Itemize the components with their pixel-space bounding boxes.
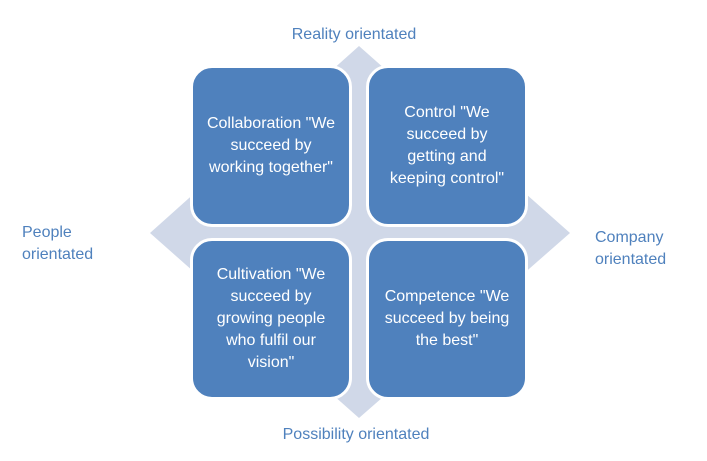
axis-label-possibility: Possibility orientated: [282, 426, 430, 443]
quadrant-collaboration: Collaboration "We succeed by working tog…: [190, 65, 352, 227]
quadrant-control: Control "We succeed by getting and keepi…: [366, 65, 528, 227]
axis-label-reality: Reality orientated: [291, 26, 417, 43]
axis-label-company: Company orientated: [595, 229, 667, 268]
quadrant-cultivation-text: Cultivation "We succeed by growing peopl…: [216, 266, 326, 371]
quadrant-collaboration-text: Collaboration "We succeed by working tog…: [206, 115, 336, 176]
quadrant-cultivation: Cultivation "We succeed by growing peopl…: [190, 238, 352, 400]
quadrant-control-text: Control "We succeed by getting and keepi…: [389, 104, 505, 187]
quadrant-competence-text: Competence "We succeed by being the best…: [384, 288, 510, 349]
quadrant-competence: Competence "We succeed by being the best…: [366, 238, 528, 400]
axis-label-people: People orientated: [22, 224, 94, 263]
